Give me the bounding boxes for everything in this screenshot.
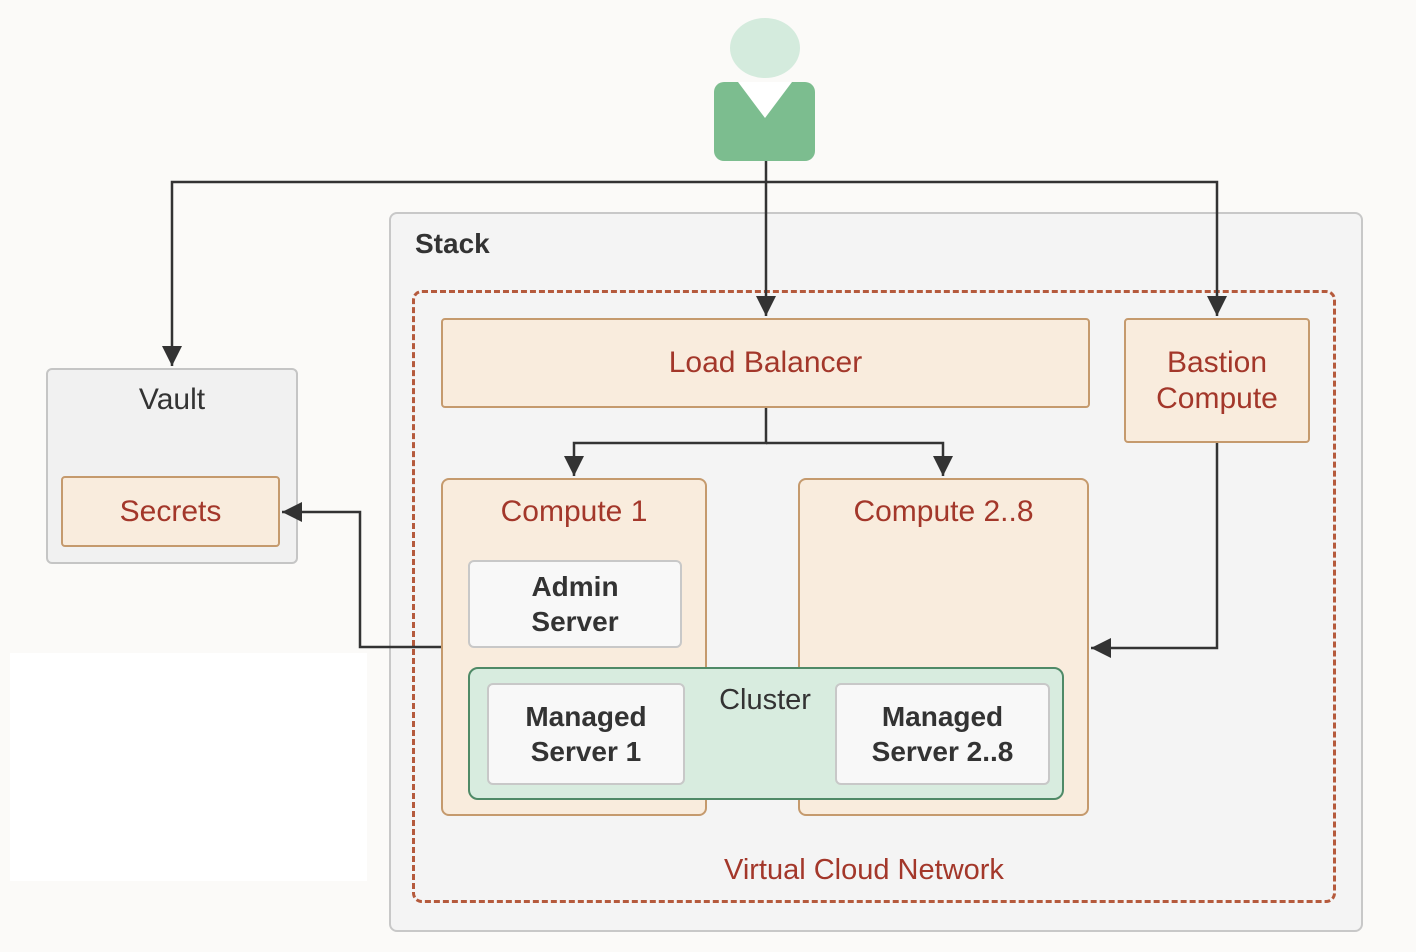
managed1-line1: Managed xyxy=(525,701,647,732)
bastion-line1: Bastion xyxy=(1166,345,1268,379)
bastion-compute-box: Bastion Compute xyxy=(1124,318,1310,443)
load-balancer-box: Load Balancer xyxy=(441,318,1090,408)
compute2-label: Compute 2..8 xyxy=(853,495,1034,528)
managed2-line1: Managed xyxy=(881,701,1004,732)
connector-bastion-compute2 xyxy=(1091,443,1219,658)
connector-user-vault xyxy=(162,180,766,366)
connector-lb-compute2 xyxy=(766,441,953,476)
vcn-label: Virtual Cloud Network xyxy=(724,854,1004,886)
managed1-line2: Server 1 xyxy=(530,736,642,767)
user-icon xyxy=(714,18,815,161)
admin-line2: Server xyxy=(531,606,619,637)
connector-lb-split xyxy=(564,408,768,476)
cluster-label: Cluster xyxy=(719,683,811,716)
vcn-boundary xyxy=(412,290,1336,903)
stack-label: Stack xyxy=(415,228,490,259)
managed2-line2: Server 2..8 xyxy=(871,736,1014,767)
vault-label: Vault xyxy=(138,383,206,416)
bastion-line2: Compute xyxy=(1156,381,1278,415)
connector-compute1-secrets xyxy=(282,502,441,649)
blank-area xyxy=(10,653,367,881)
compute1-label: Compute 1 xyxy=(500,495,648,528)
managed-server1-box: Managed Server 1 xyxy=(487,683,685,785)
secrets-box: Secrets xyxy=(61,476,280,547)
managed-server2-box: Managed Server 2..8 xyxy=(835,683,1050,785)
admin-server-box: Admin Server xyxy=(468,560,682,648)
admin-line1: Admin xyxy=(531,571,619,602)
connector-user-bastion xyxy=(766,180,1227,316)
